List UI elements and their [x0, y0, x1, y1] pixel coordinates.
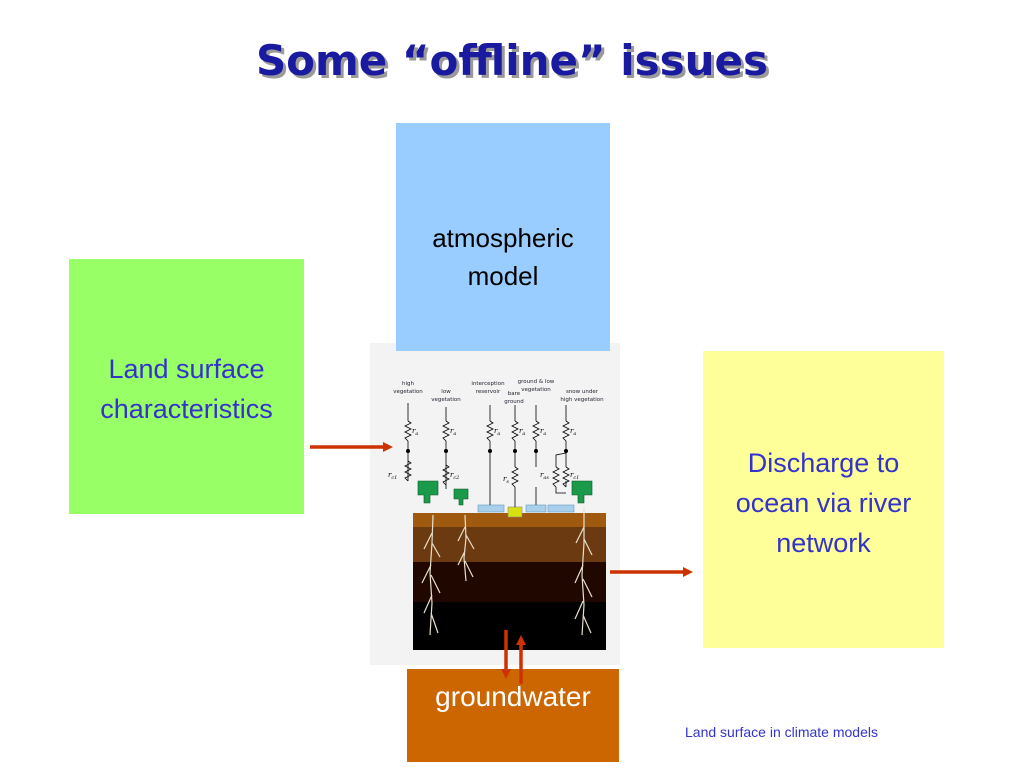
label-rc1-snow: rc1	[570, 471, 579, 481]
interception-reservoir-tile	[477, 504, 505, 513]
slide-title: Some “offline” issues	[255, 36, 769, 85]
resistor-ra-1	[404, 420, 412, 442]
resistor-rc1-snow	[562, 466, 570, 488]
resistor-ra-2	[442, 420, 450, 442]
label-high-veg: high	[402, 381, 415, 387]
resistor-ra-5	[532, 420, 540, 442]
atmospheric-model-line-1: atmospheric	[432, 223, 574, 253]
svg-text:high vegetation: high vegetation	[560, 397, 604, 403]
label-ra-3: ra	[494, 427, 500, 437]
discharge-line-3: network	[776, 528, 871, 558]
discharge-line-2: ocean via river	[735, 488, 912, 518]
discharge-line-1: Discharge to	[747, 448, 900, 478]
groundwater-box: groundwater	[407, 669, 619, 762]
high-veg-canopy-icon	[417, 480, 439, 504]
label-ra-6: ra	[570, 427, 576, 437]
resistor-rc1	[404, 460, 412, 482]
label-rs: rs	[503, 475, 509, 485]
root-1	[421, 514, 441, 636]
label-ras: ras	[540, 471, 549, 481]
resistor-ra-6	[562, 420, 570, 442]
root-3	[574, 508, 593, 636]
discharge-box: Discharge to ocean via river network	[703, 351, 944, 648]
label-ra-1: ra	[412, 427, 418, 437]
svg-text:vegetation: vegetation	[431, 397, 461, 403]
resistor-ra-3	[486, 420, 494, 442]
label-snow-high-veg: snow under	[566, 389, 599, 395]
label-ra-4: ra	[519, 427, 525, 437]
soil-layer-2	[413, 527, 606, 562]
resistor-ra-4	[511, 420, 519, 442]
label-rc1: rc1	[388, 471, 397, 481]
low-veg-canopy-icon	[453, 488, 469, 506]
atmospheric-model-line-2: model	[467, 261, 539, 291]
svg-text:vegetation: vegetation	[521, 387, 551, 393]
svg-text:vegetation: vegetation	[393, 389, 423, 395]
footer-caption: Land surface in climate models	[685, 724, 878, 740]
soil-layer-3	[413, 562, 606, 602]
soil-layer-top	[413, 513, 606, 527]
snow-tile	[547, 504, 575, 513]
land-surface-line-1: Land surface	[108, 354, 265, 384]
land-surface-scheme-figure: high vegetation low vegetation intercept…	[370, 343, 620, 665]
groundwater-label: groundwater	[435, 681, 591, 712]
atmospheric-model-box: atmospheric model	[396, 123, 610, 351]
svg-text:reservoir: reservoir	[476, 389, 501, 395]
label-rc2: rc2	[450, 471, 459, 481]
snow-high-veg-canopy-icon	[571, 480, 593, 504]
land-surface-line-2: characteristics	[100, 394, 273, 424]
label-ra-5: ra	[540, 427, 546, 437]
resistor-ras	[552, 466, 560, 488]
label-bare-ground: bare	[508, 391, 521, 397]
label-interception: interception	[471, 381, 505, 387]
label-ra-2: ra	[450, 427, 456, 437]
root-2	[457, 514, 475, 582]
resistor-rs	[511, 466, 519, 488]
resistor-rc2	[442, 464, 450, 486]
label-low-veg: low	[441, 389, 451, 395]
svg-text:ground: ground	[504, 399, 523, 405]
label-ground-low-veg: ground & low	[518, 379, 555, 385]
land-surface-characteristics-box: Land surface characteristics	[69, 259, 304, 514]
soil-layer-4	[413, 602, 606, 650]
